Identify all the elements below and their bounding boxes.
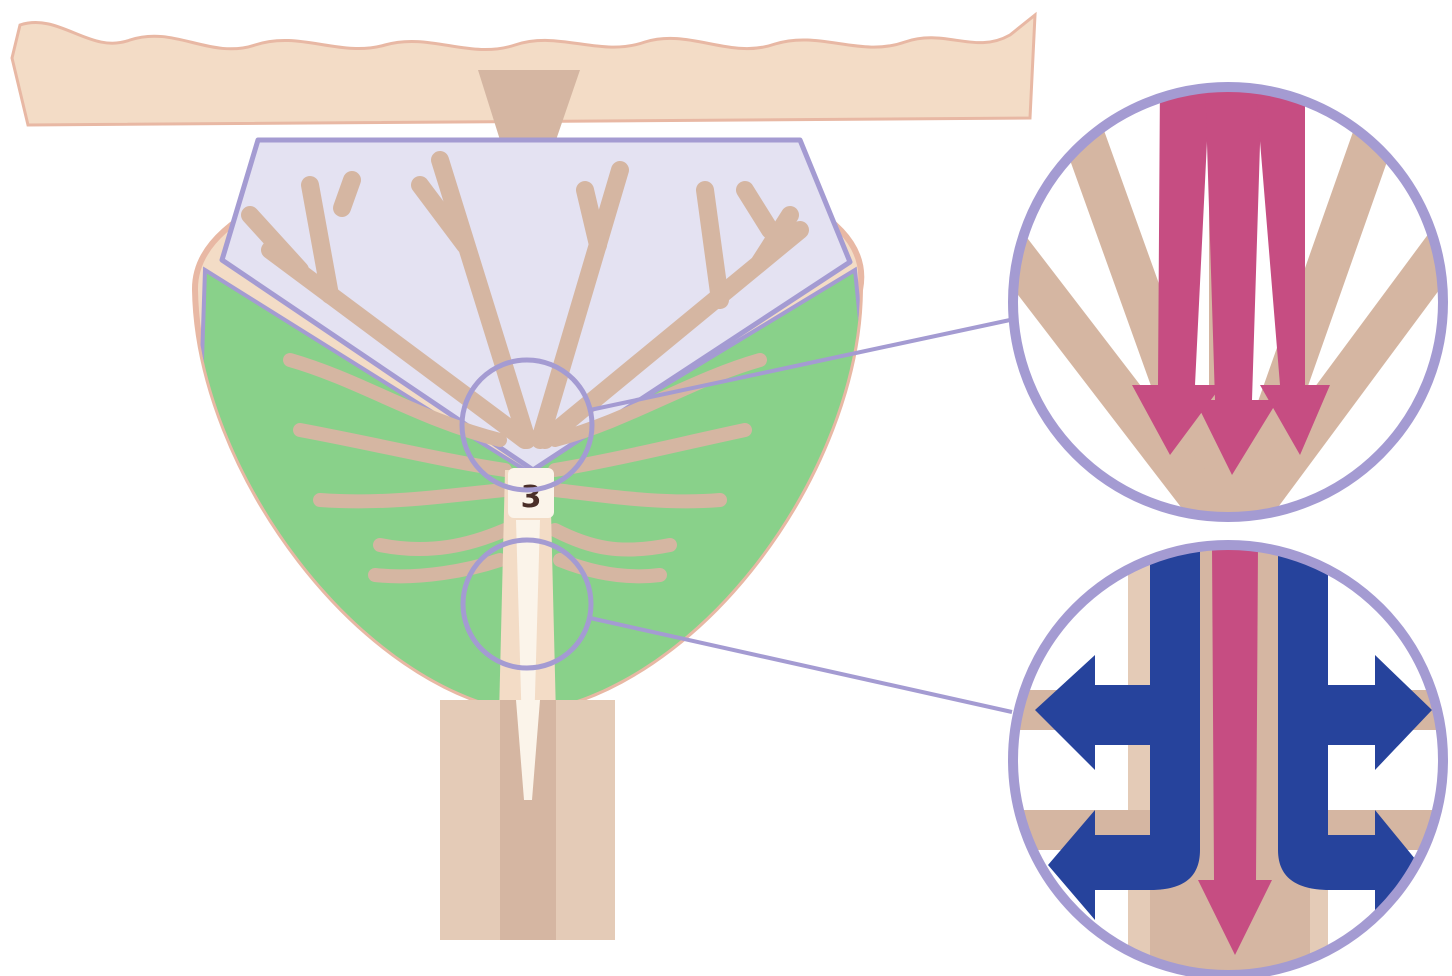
lower-connector-line — [590, 618, 1012, 712]
marker-label: 3 — [521, 480, 542, 515]
lower-magnified-view — [1000, 540, 1452, 976]
upper-magnified-view — [1010, 60, 1450, 540]
inflow-arrows — [1132, 80, 1330, 475]
